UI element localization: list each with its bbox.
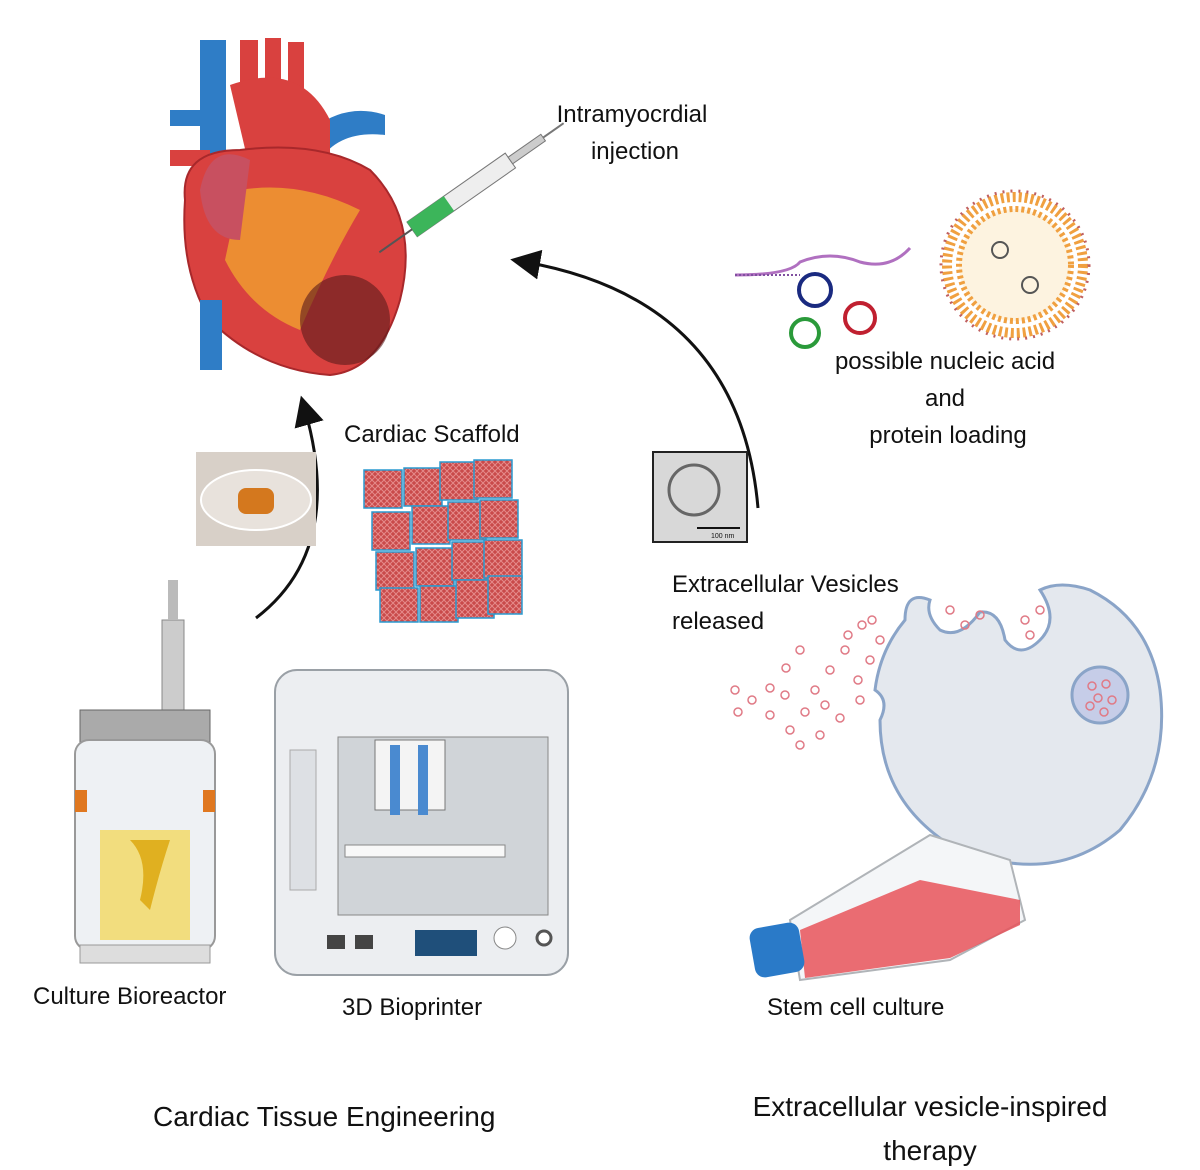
stem-cell-illustration	[873, 583, 1164, 866]
loading-label-line1: possible nucleic acid	[835, 348, 1055, 375]
section-title-cardiac-tissue-engineering: Cardiac Tissue Engineering	[153, 1101, 495, 1132]
ev-to-heart-arrow	[510, 249, 760, 509]
injection-label-line1: Intramyocrdial	[557, 101, 708, 128]
bioprinter-label: 3D Bioprinter	[342, 994, 482, 1021]
section-title-ev-therapy-line2: therapy	[883, 1135, 976, 1166]
loading-label-line3: protein loading	[869, 422, 1026, 449]
cardiac-scaffold-illustration	[363, 459, 523, 623]
vesicle-em-image: 100 nm	[652, 451, 748, 543]
syringe-icon	[378, 122, 565, 254]
heart-illustration	[170, 38, 407, 377]
liposome-icon	[939, 189, 1091, 341]
ev-released-label-line2: released	[672, 608, 764, 635]
section-title-ev-therapy-line1: Extracellular vesicle-inspired	[753, 1091, 1108, 1122]
stem-cell-label: Stem cell culture	[767, 994, 944, 1021]
bioreactor-illustration	[74, 580, 216, 964]
released-vesicles	[730, 615, 885, 750]
ev-released-label-line1: Extracellular Vesicles	[672, 571, 899, 598]
injection-label-line2: injection	[591, 138, 679, 165]
scale-bar-label: 100 nm	[711, 533, 735, 540]
cell-culture-flask-illustration	[749, 833, 1027, 982]
bioreactor-label: Culture Bioreactor	[33, 983, 226, 1010]
nucleic-acid-protein-icon	[734, 246, 912, 349]
tissue-construct-photo	[196, 452, 316, 546]
loading-label-line2: and	[925, 385, 965, 412]
scaffold-label: Cardiac Scaffold	[344, 421, 520, 448]
bioprinter-illustration	[274, 669, 569, 976]
